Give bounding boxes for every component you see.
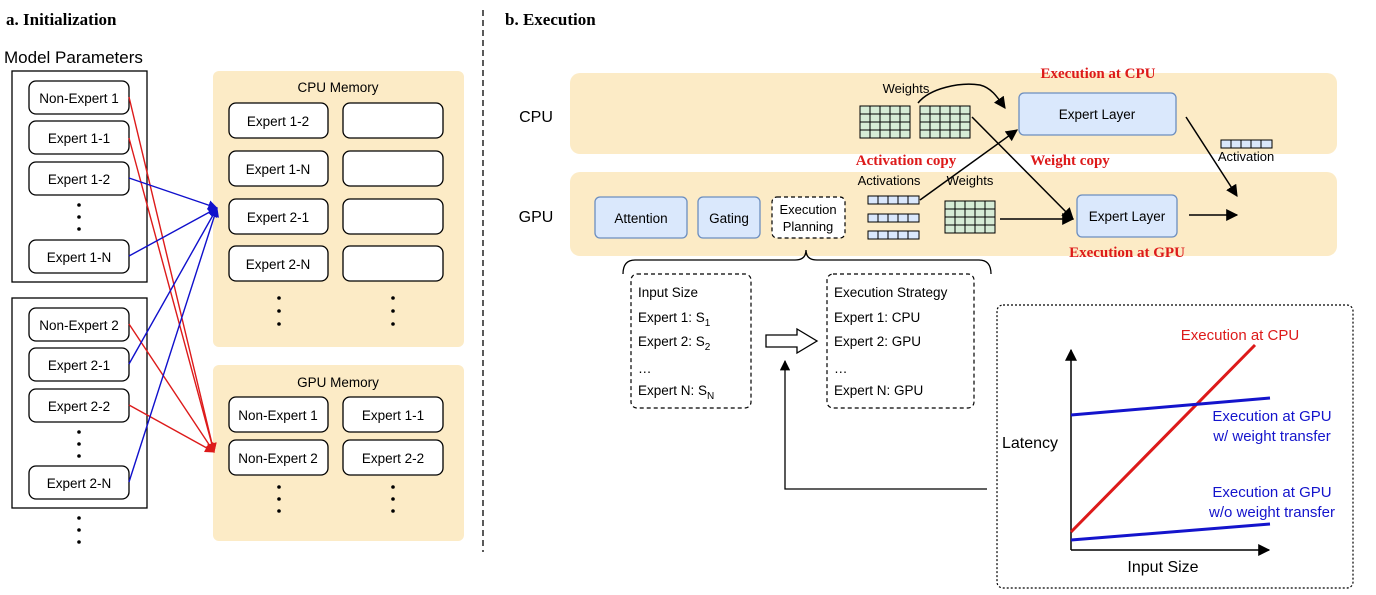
param-box-expert-2-n xyxy=(28,465,130,500)
param-group-2 xyxy=(11,297,148,509)
execution-strategy-box xyxy=(826,273,975,409)
gpu-expert-layer-label: Expert Layer xyxy=(1089,209,1166,224)
gpu-memory-title: GPU Memory xyxy=(297,375,379,390)
cpu-slot-label: Expert 2-N xyxy=(246,257,311,272)
panel-b-title: b. Execution xyxy=(505,10,596,29)
gpu-slot xyxy=(342,439,444,476)
attention-label: Attention xyxy=(614,211,667,226)
gpu-wt-series-label-2: w/ weight transfer xyxy=(1212,428,1331,445)
cpu-slot-empty xyxy=(342,102,444,139)
feedback-arrow xyxy=(779,359,987,490)
cpu-slot xyxy=(228,198,329,235)
input-size-box xyxy=(630,273,752,409)
gpu-with-transfer-latency-line xyxy=(1070,396,1271,417)
gpu-wo-series-label-1: Execution at GPU xyxy=(1212,484,1331,501)
vertical-ellipsis xyxy=(77,516,81,544)
gating-block xyxy=(697,196,761,239)
param-label: Expert 2-N xyxy=(47,476,112,491)
vertical-ellipsis xyxy=(277,296,395,326)
activation-label: Activation xyxy=(1218,149,1274,164)
cpu-series-label: Execution at CPU xyxy=(1181,327,1299,344)
param-label: Expert 1-2 xyxy=(48,172,110,187)
panel-a-title: a. Initialization xyxy=(6,10,117,29)
strategy-line: Expert 1: CPU xyxy=(834,310,920,325)
cpu-slot-empty xyxy=(342,150,444,187)
gpu-without-transfer-latency-line xyxy=(1070,522,1271,542)
param-label: Non-Expert 1 xyxy=(39,91,119,106)
cpu-slot xyxy=(228,245,329,282)
activation-copy-label: Activation copy xyxy=(856,153,957,169)
activations-label: Activations xyxy=(858,173,921,188)
latency-ylabel: Latency xyxy=(1002,435,1058,452)
planning-brace xyxy=(622,249,992,275)
cpu-slot xyxy=(228,150,329,187)
cpu-weights-label: Weights xyxy=(883,81,930,96)
placement-arrows-cpu xyxy=(128,177,219,483)
gpu-wt-series-label-1: Execution at GPU xyxy=(1212,408,1331,425)
exec-at-gpu-label: Execution at GPU xyxy=(1069,245,1185,261)
transform-arrow-icon xyxy=(765,327,819,355)
exec-planning-label-1: Execution xyxy=(779,202,836,217)
input-size-line: Expert 1: S1 xyxy=(638,310,711,329)
vertical-ellipsis xyxy=(77,203,81,231)
gpu-weights-label: Weights xyxy=(947,173,994,188)
gpu-slot-label: Non-Expert 1 xyxy=(238,408,318,423)
vertical-ellipsis xyxy=(277,485,395,513)
cpu-lane-label: CPU xyxy=(519,109,553,126)
input-size-title: Input Size xyxy=(638,285,698,300)
gpu-slot-label: Non-Expert 2 xyxy=(238,451,318,466)
cpu-expert-layer-label: Expert Layer xyxy=(1059,107,1136,122)
param-label: Expert 1-1 xyxy=(48,131,110,146)
param-label: Expert 1-N xyxy=(47,250,112,265)
panel-a: a. Initialization Model Parameters Non-E… xyxy=(4,10,464,544)
gpu-slot-label: Expert 2-2 xyxy=(362,451,424,466)
param-label: Expert 2-1 xyxy=(48,358,110,373)
panel-b: b. Execution CPU GPU Weights Expert Laye… xyxy=(505,10,1354,589)
gpu-slot-label: Expert 1-1 xyxy=(362,408,424,423)
exec-at-cpu-label: Execution at CPU xyxy=(1041,66,1156,82)
input-size-line: Expert N: SN xyxy=(638,383,714,402)
placement-arrows-gpu xyxy=(128,96,217,453)
param-box-expert-1-n xyxy=(28,239,130,274)
param-label: Non-Expert 2 xyxy=(39,318,119,333)
param-group-1 xyxy=(11,70,148,283)
gpu-slot xyxy=(342,396,444,433)
cpu-slot-empty xyxy=(342,198,444,235)
vertical-ellipsis xyxy=(77,430,81,458)
cpu-memory-title: CPU Memory xyxy=(297,80,378,95)
latency-xlabel: Input Size xyxy=(1127,559,1198,576)
cpu-slot-label: Expert 1-N xyxy=(246,162,311,177)
gpu-wo-series-label-2: w/o weight transfer xyxy=(1208,504,1335,521)
gpu-lane-label: GPU xyxy=(519,209,554,226)
attention-block xyxy=(594,196,688,239)
gating-label: Gating xyxy=(709,211,749,226)
strategy-line: … xyxy=(834,361,848,376)
param-box-expert-2-1 xyxy=(28,347,130,382)
strategy-title: Execution Strategy xyxy=(834,285,948,300)
gpu-weights-matrix xyxy=(944,200,996,234)
cpu-weights-matrix xyxy=(859,105,971,139)
model-params-label: Model Parameters xyxy=(4,48,143,67)
weight-copy-label: Weight copy xyxy=(1030,153,1110,169)
strategy-line: Expert 2: GPU xyxy=(834,334,921,349)
cpu-slot xyxy=(228,102,329,139)
cpu-slot-label: Expert 1-2 xyxy=(247,114,309,129)
strategy-line: Expert N: GPU xyxy=(834,383,923,398)
input-size-line: Expert 2: S2 xyxy=(638,334,711,353)
input-size-line: … xyxy=(638,361,652,376)
execution-arrows xyxy=(917,83,1239,225)
execution-planning-block xyxy=(771,196,846,239)
param-box-expert-1-1 xyxy=(28,120,130,155)
gpu-slot xyxy=(228,439,329,476)
exec-planning-label-2: Planning xyxy=(783,219,834,234)
cpu-latency-line xyxy=(1069,343,1257,534)
cpu-slot-empty xyxy=(342,245,444,282)
gpu-activations-vectors xyxy=(867,195,920,240)
cpu-expert-layer xyxy=(1018,92,1177,136)
output-activation-vector xyxy=(1220,139,1273,149)
cpu-slot-label: Expert 2-1 xyxy=(247,210,309,225)
gpu-slot xyxy=(228,396,329,433)
param-label: Expert 2-2 xyxy=(48,399,110,414)
gpu-expert-layer xyxy=(1076,194,1178,238)
